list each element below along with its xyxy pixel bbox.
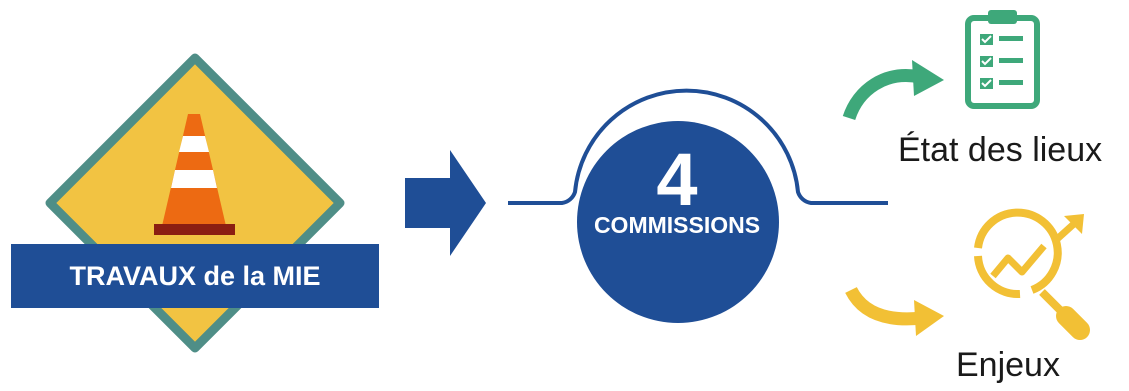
yellow-curved-arrow: [845, 286, 944, 336]
right-arrow-icon: [405, 150, 486, 256]
clipboard-checklist-icon: [965, 10, 1040, 109]
hub-circle: [577, 121, 779, 323]
commission-count: 4: [656, 138, 698, 221]
traffic-cone-icon: [154, 114, 235, 235]
project-banner: TRAVAUX de la MIE: [11, 244, 379, 308]
output-label-enjeux: Enjeux: [956, 346, 1060, 384]
commission-label: COMMISSIONS: [593, 212, 761, 238]
hub-connector-line: [508, 88, 888, 205]
output-label-etat: État des lieux: [898, 131, 1103, 169]
project-banner-text: TRAVAUX de la MIE: [69, 260, 321, 291]
magnifier-trend-icon: [974, 208, 1090, 340]
green-curved-arrow: [842, 60, 944, 121]
